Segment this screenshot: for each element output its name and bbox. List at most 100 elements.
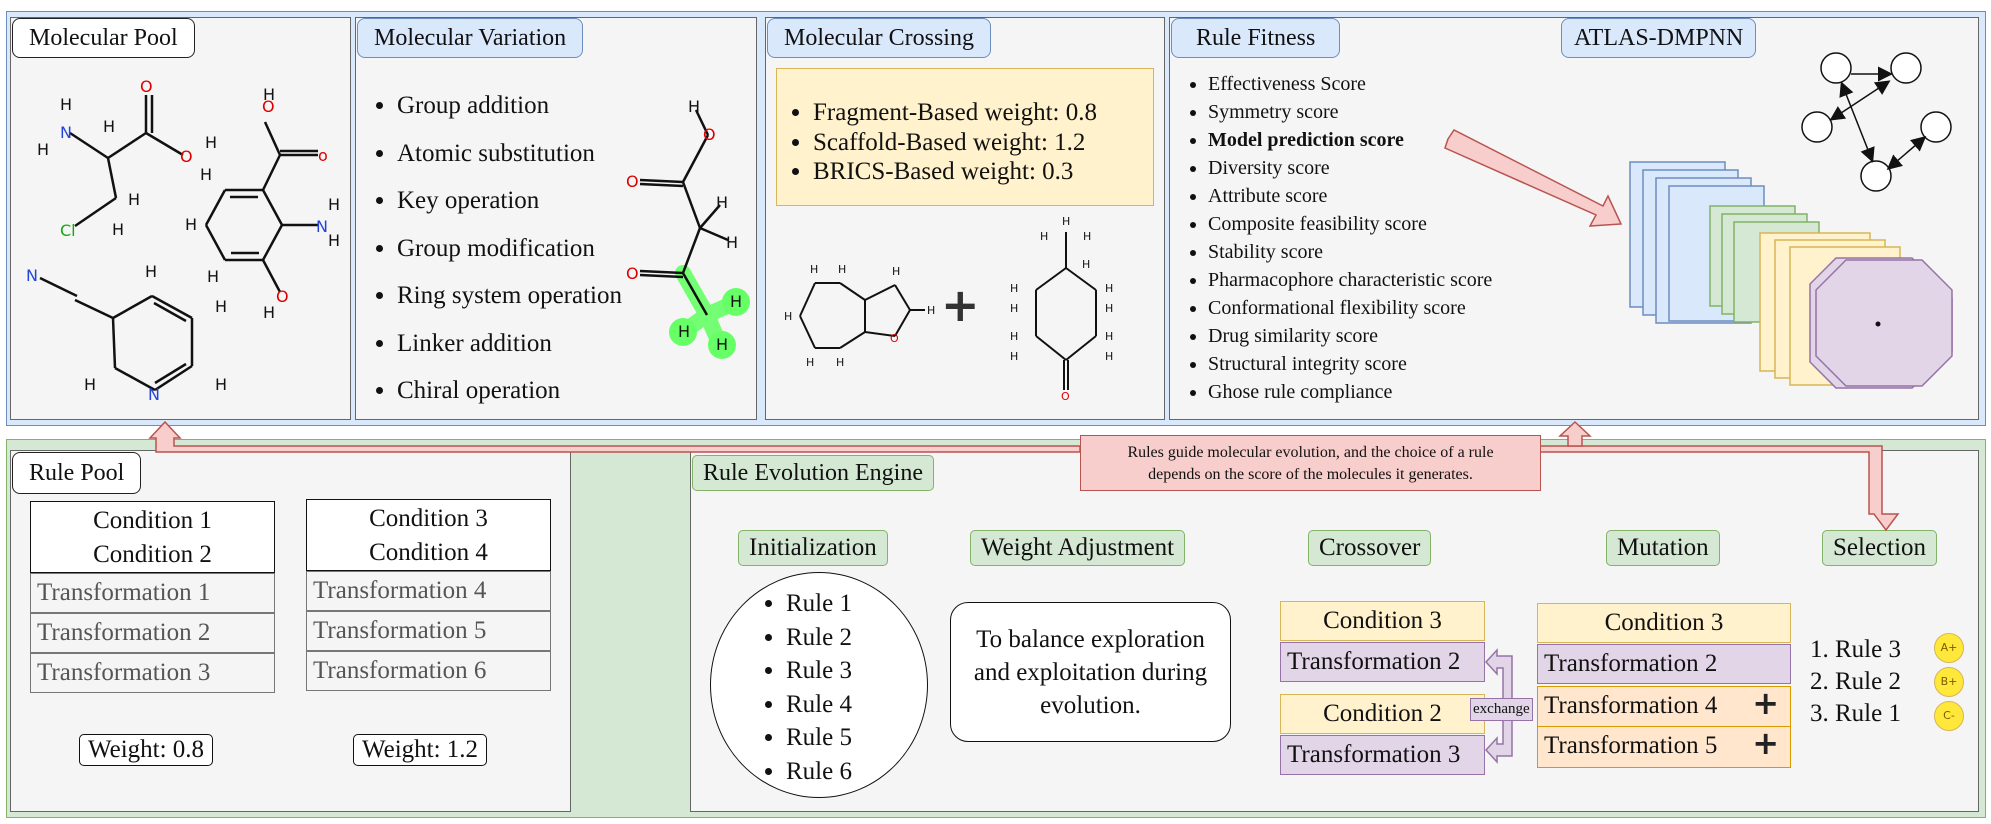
- mutation-transformation: Transformation 2: [1537, 644, 1791, 684]
- variation-item: Group modification: [397, 225, 622, 273]
- rule-pool-title: Rule Pool: [12, 452, 142, 494]
- stage-weight-adjustment: Weight Adjustment: [970, 530, 1186, 566]
- crossover-condition-b: Condition 2: [1280, 694, 1485, 734]
- svg-text:O: O: [890, 332, 899, 345]
- initial-rule: Rule 4: [786, 688, 852, 722]
- svg-text:H: H: [207, 267, 219, 286]
- weight-text: and exploitation during: [973, 659, 1208, 686]
- variation-item: Linker addition: [397, 320, 622, 368]
- grade-badge-icon: A+: [1934, 633, 1964, 663]
- rule-conditions: Condition 3 Condition 4: [306, 499, 551, 571]
- stage-crossover: Crossover: [1308, 530, 1432, 566]
- stage-selection: Selection: [1822, 530, 1938, 566]
- svg-text:N: N: [316, 217, 328, 236]
- weight-text: evolution.: [1040, 692, 1141, 719]
- svg-text:H: H: [810, 263, 818, 276]
- grade-badges: A+ B+ C-: [1934, 633, 1964, 731]
- crossover-transformation-a: Transformation 2: [1280, 642, 1485, 682]
- initial-rule: Rule 2: [786, 621, 852, 655]
- grade-badge-icon: C-: [1934, 701, 1964, 731]
- svg-text:H: H: [726, 233, 738, 252]
- svg-text:O: O: [626, 264, 639, 283]
- svg-text:H: H: [103, 117, 115, 136]
- initial-rule: Rule 1: [786, 587, 852, 621]
- variation-item: Atomic substitution: [397, 130, 622, 178]
- svg-text:O: O: [140, 77, 153, 96]
- svg-text:H: H: [836, 356, 844, 369]
- svg-text:O: O: [262, 97, 275, 116]
- svg-text:H: H: [328, 195, 340, 214]
- svg-text:H: H: [328, 231, 340, 250]
- plus-icon: +: [941, 278, 980, 332]
- svg-text:H: H: [1010, 302, 1018, 315]
- annotation-line: Rules guide molecular evolution, and the…: [1127, 444, 1494, 461]
- condition-text: Condition 4: [369, 539, 488, 566]
- svg-text:O: O: [1061, 390, 1070, 403]
- svg-text:H: H: [784, 310, 792, 323]
- molecular-variation-panel: [355, 17, 757, 420]
- annotation-note: Rules guide molecular evolution, and the…: [1080, 435, 1541, 491]
- mutation-added-row-2: Transformation 5 +: [1537, 724, 1791, 768]
- svg-text:O: O: [180, 147, 193, 166]
- transformation-row: Transformation 5: [306, 611, 551, 651]
- fitness-score: Ghose rule compliance: [1208, 378, 1492, 406]
- svg-text:H: H: [716, 193, 728, 212]
- svg-text:H: H: [1105, 330, 1113, 343]
- svg-text:H: H: [1105, 302, 1113, 315]
- fitness-score: Structural integrity score: [1208, 350, 1492, 378]
- rule-weight-1: Weight: 0.8: [79, 734, 214, 766]
- transformation-row: Transformation 2: [30, 613, 275, 653]
- mutation-added-transformation: Transformation 4: [1537, 686, 1791, 728]
- stage-mutation: Mutation: [1606, 530, 1720, 566]
- condition-text: Condition 1: [93, 507, 212, 534]
- svg-text:H: H: [730, 292, 742, 311]
- svg-text:H: H: [1062, 215, 1070, 228]
- rule-conditions: Condition 1 Condition 2: [30, 501, 275, 573]
- svg-text:H: H: [60, 95, 72, 114]
- svg-text:Cl: Cl: [60, 221, 76, 240]
- rule-fitness-title: Rule Fitness: [1171, 18, 1341, 58]
- initial-rules-list: Rule 1 Rule 2 Rule 3 Rule 4 Rule 5 Rule …: [756, 587, 852, 788]
- svg-text:H: H: [128, 190, 140, 209]
- svg-text:N: N: [26, 266, 38, 285]
- variation-list: Group addition Atomic substitution Key o…: [367, 82, 622, 415]
- svg-text:o: o: [318, 146, 328, 165]
- svg-text:H: H: [1105, 350, 1113, 363]
- fitness-score: Symmetry score: [1208, 98, 1492, 126]
- weight-adjustment-box: To balance exploration and exploitation …: [950, 602, 1231, 742]
- crossing-weight: Fragment-Based weight: 0.8: [813, 98, 1153, 128]
- atlas-dmpnn-title: ATLAS-DMPNN: [1561, 18, 1757, 58]
- mutation-added-row-1: Transformation 4 +: [1537, 684, 1791, 728]
- svg-text:H: H: [1105, 282, 1113, 295]
- svg-text:H: H: [185, 215, 197, 234]
- exchange-label: exchange: [1470, 698, 1533, 721]
- fitness-score: Effectiveness Score: [1208, 70, 1492, 98]
- initial-rule: Rule 3: [786, 654, 852, 688]
- ranked-rule: 1. Rule 3: [1810, 636, 1901, 663]
- initial-rule: Rule 5: [786, 721, 852, 755]
- svg-text:H: H: [678, 322, 690, 341]
- variation-item: Group addition: [397, 82, 622, 130]
- variation-molecule: OHO HHO HHH: [626, 97, 750, 359]
- svg-text:O: O: [626, 172, 639, 191]
- fitness-score: Drug similarity score: [1208, 322, 1492, 350]
- crossing-weights-box: Fragment-Based weight: 0.8 Scaffold-Base…: [776, 68, 1154, 206]
- svg-text:H: H: [263, 85, 275, 104]
- engine-title: Rule Evolution Engine: [692, 455, 934, 491]
- fitness-score: Conformational flexibility score: [1208, 294, 1492, 322]
- svg-text:H: H: [1010, 330, 1018, 343]
- fitness-score: Diversity score: [1208, 154, 1492, 182]
- crossover-transformation-b: Transformation 3: [1280, 735, 1485, 775]
- transformation-row: Transformation 3: [30, 653, 275, 693]
- transformation-row: Transformation 4: [306, 571, 551, 611]
- condition-text: Condition 2: [93, 541, 212, 568]
- condition-text: Condition 3: [369, 505, 488, 532]
- variation-item: Ring system operation: [397, 272, 622, 320]
- svg-text:O: O: [703, 125, 716, 144]
- ranked-rule: 2. Rule 2: [1810, 668, 1901, 695]
- svg-text:H: H: [1040, 230, 1048, 243]
